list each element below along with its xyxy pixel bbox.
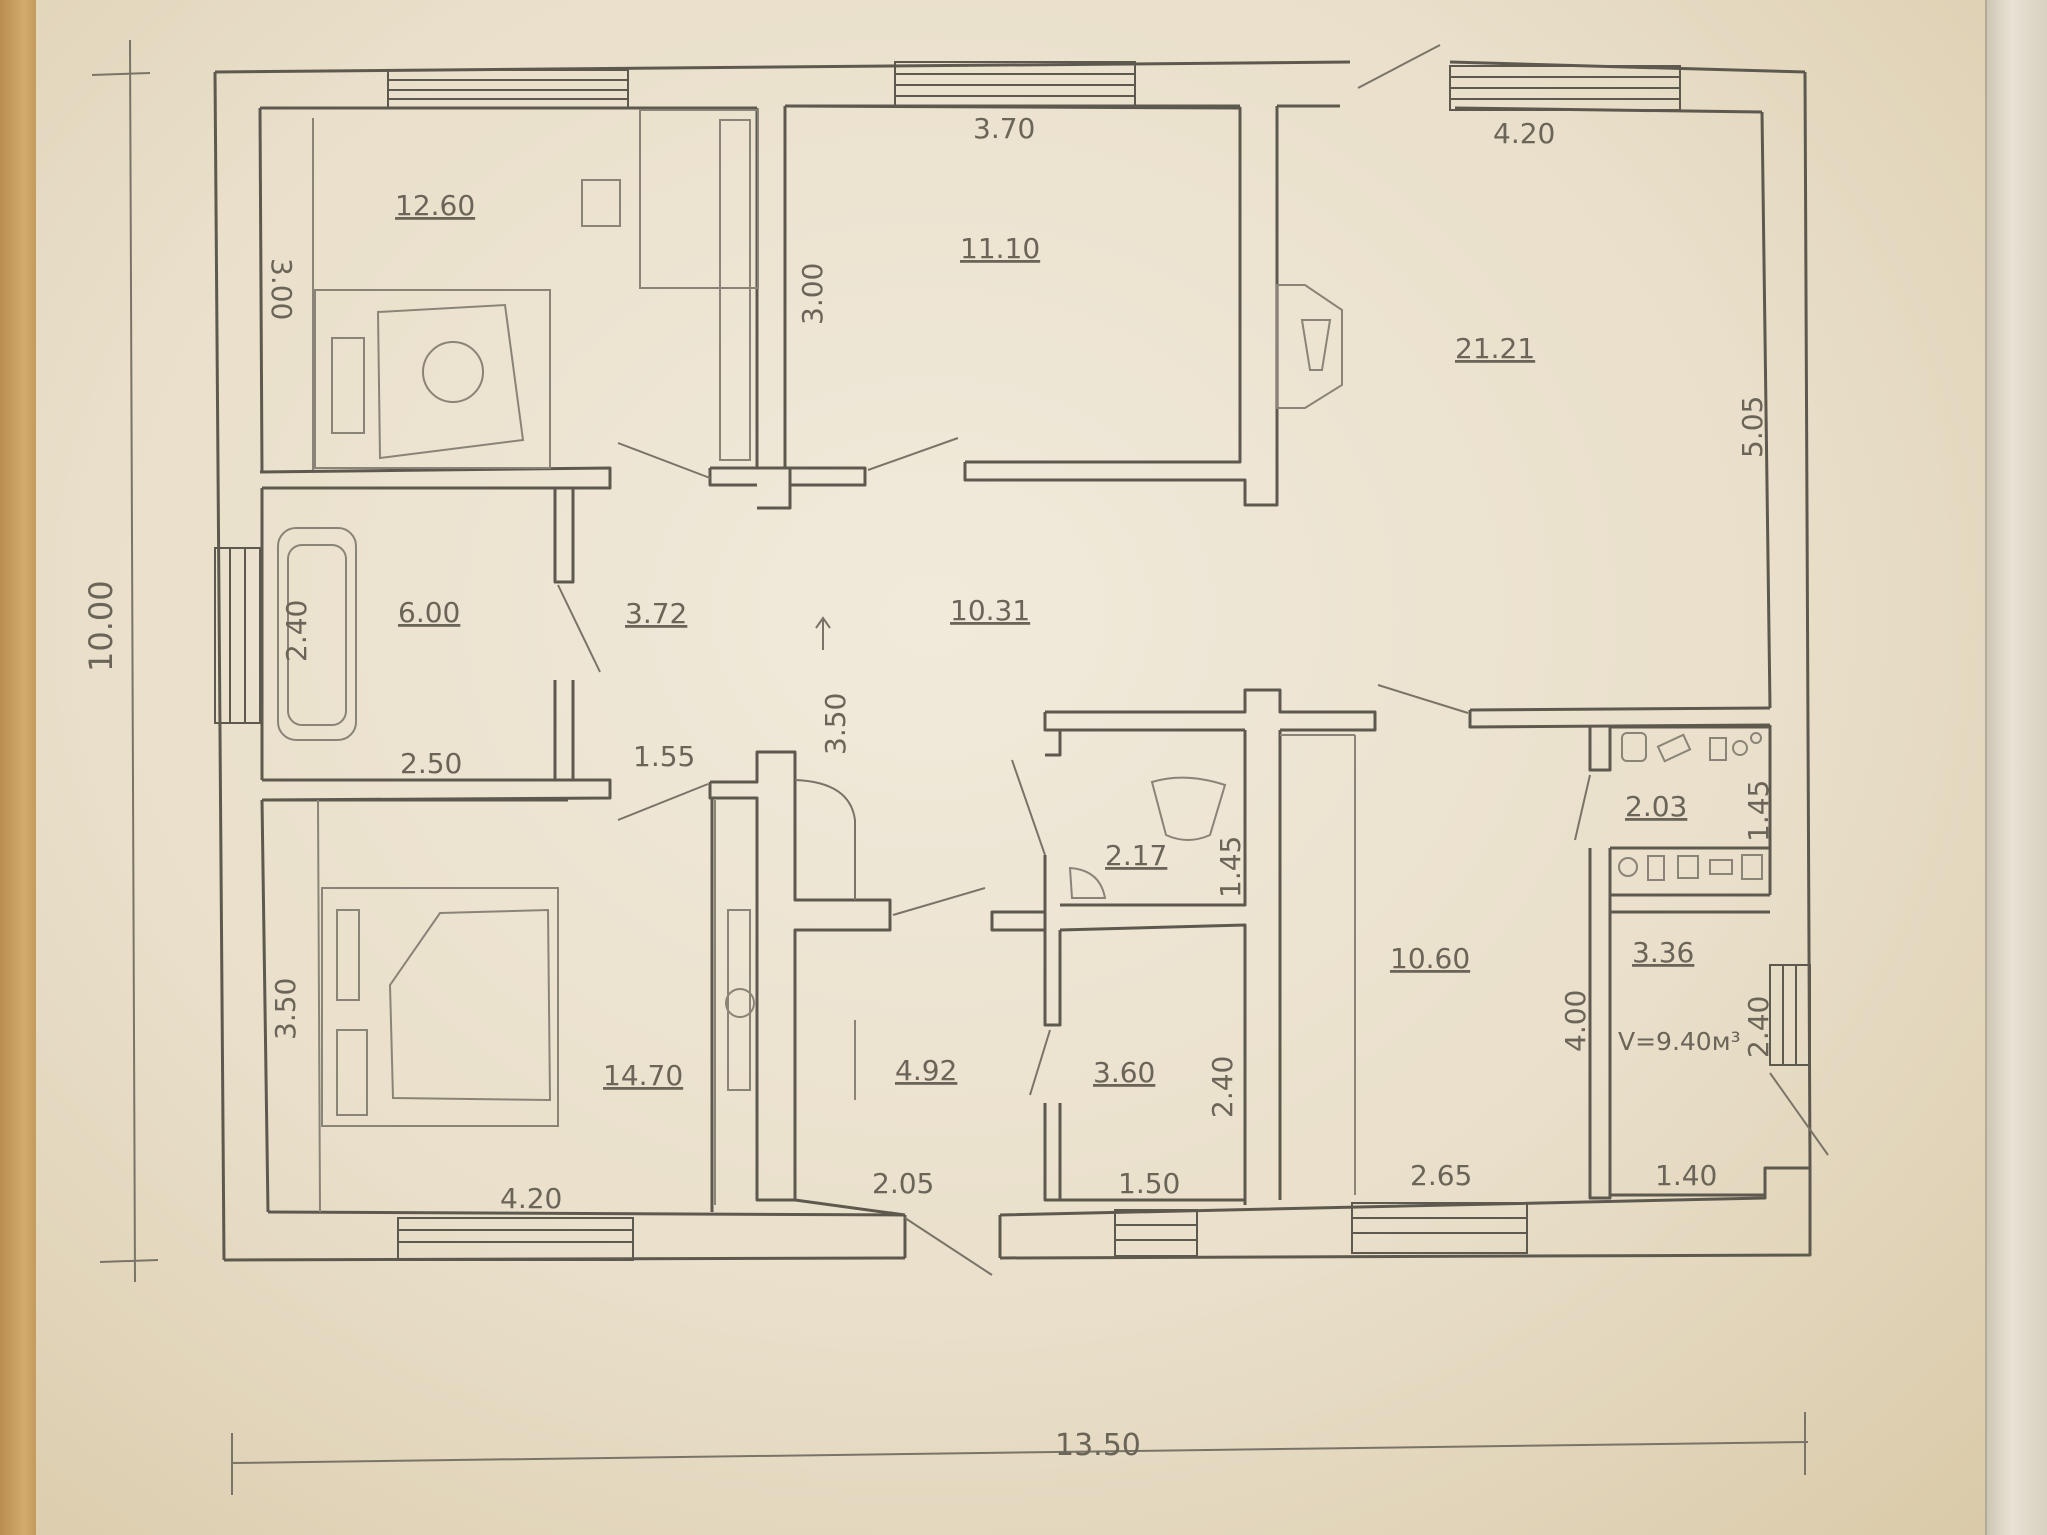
area-label: 21.21 xyxy=(1455,332,1535,365)
dimension-label: 2.65 xyxy=(1410,1159,1472,1192)
dimension-lines xyxy=(91,39,1809,1495)
area-label: 2.03 xyxy=(1625,790,1687,823)
dimension-label: 4.20 xyxy=(1493,117,1555,150)
dimension-label: 3.00 xyxy=(796,263,829,325)
area-label: 11.10 xyxy=(960,232,1040,265)
dimension-label: 4.00 xyxy=(1559,990,1592,1052)
dimension-label: 1.45 xyxy=(1214,836,1247,898)
dimension-label: 1.50 xyxy=(1118,1167,1180,1200)
labels: 12.60 3.00 3.70 11.10 3.00 4.20 21.21 5.… xyxy=(82,112,1775,1463)
area-label: 3.36 xyxy=(1632,936,1694,969)
dimension-label: 3.50 xyxy=(819,693,852,755)
dimension-label: 2.50 xyxy=(400,747,462,780)
area-label: 6.00 xyxy=(398,596,460,629)
dimension-label: 1.45 xyxy=(1742,780,1775,842)
outer-walls xyxy=(213,44,1812,1262)
door-swings xyxy=(557,437,1829,1276)
interior-walls xyxy=(259,104,1771,1258)
overall-width-label: 13.50 xyxy=(1055,1428,1141,1463)
dimension-label: 2.05 xyxy=(872,1167,934,1200)
dimension-label: 3.70 xyxy=(973,112,1035,145)
area-label: 2.17 xyxy=(1105,839,1167,872)
furniture-sketches xyxy=(277,109,1763,1213)
overall-height-label: 10.00 xyxy=(82,580,120,672)
area-label: 14.70 xyxy=(603,1059,683,1092)
dimension-label: 2.40 xyxy=(1742,996,1775,1058)
area-label: 3.72 xyxy=(625,597,687,630)
area-label: 10.31 xyxy=(950,594,1030,627)
dimension-label: 3.50 xyxy=(269,978,302,1040)
dimension-label: 1.55 xyxy=(633,740,695,773)
dimension-label: 3.00 xyxy=(265,258,298,320)
dimension-label: 1.40 xyxy=(1655,1159,1717,1192)
paper-sheet xyxy=(36,0,2026,1535)
dimension-label: 2.40 xyxy=(280,600,313,662)
area-label: 10.60 xyxy=(1390,942,1470,975)
windows xyxy=(214,61,1811,1261)
area-label: 12.60 xyxy=(395,189,475,222)
dimension-label: 4.20 xyxy=(500,1182,562,1215)
area-label: 4.92 xyxy=(895,1054,957,1087)
volume-label: V=9.40м³ xyxy=(1618,1027,1741,1056)
ruler xyxy=(1985,0,2047,1535)
area-label: 3.60 xyxy=(1093,1056,1155,1089)
dimension-label: 2.40 xyxy=(1206,1056,1239,1118)
dimension-label: 5.05 xyxy=(1736,396,1769,458)
